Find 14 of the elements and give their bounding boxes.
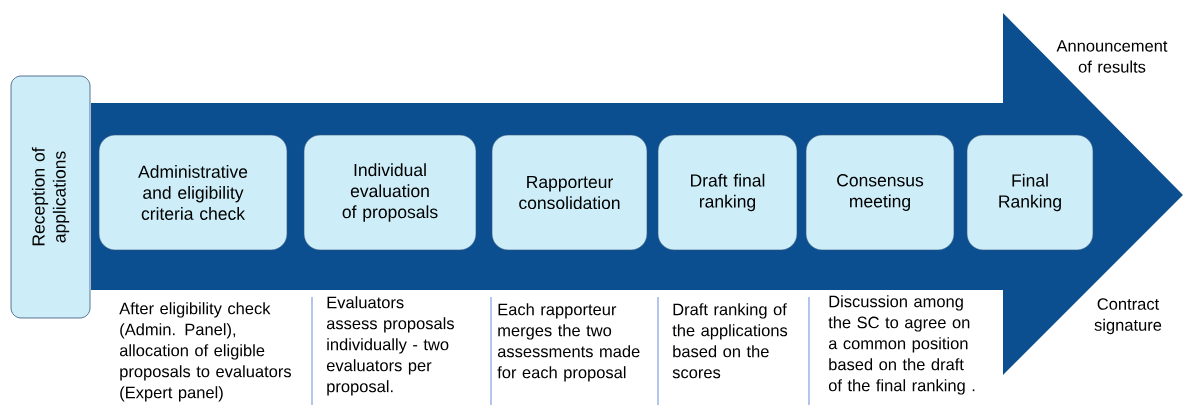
step-description: Evaluators assess proposals individually - two evaluators per proposal. [326,296,454,396]
step-box: Final Ranking [966,134,1094,251]
step-description: After eligibility check (Admin. Panel), allocation of eligible proposals to evaluators (Expert panel) [119,302,291,402]
step-description: Contract signature [1094,298,1162,335]
step-box: Rapporteur consolidation [491,134,648,251]
step-description: Announcement of results [1056,40,1168,73]
step-box: Draft final ranking [657,134,798,251]
step-description: Each rapporteur merges the two assessments made for each proposal [497,303,640,382]
step-description: Draft ranking of the applications based on the scores [672,303,788,379]
vertical-box: Reception of applications [10,75,91,319]
step-box: Consensus meeting [805,134,955,251]
step-box: Administrative and eligibility criteria check [98,134,288,251]
step-description: Discussion among the SC to agree on a common position based on the draft of the final ranking . [828,295,975,395]
step-box: Individual evaluation of proposals [303,134,477,251]
